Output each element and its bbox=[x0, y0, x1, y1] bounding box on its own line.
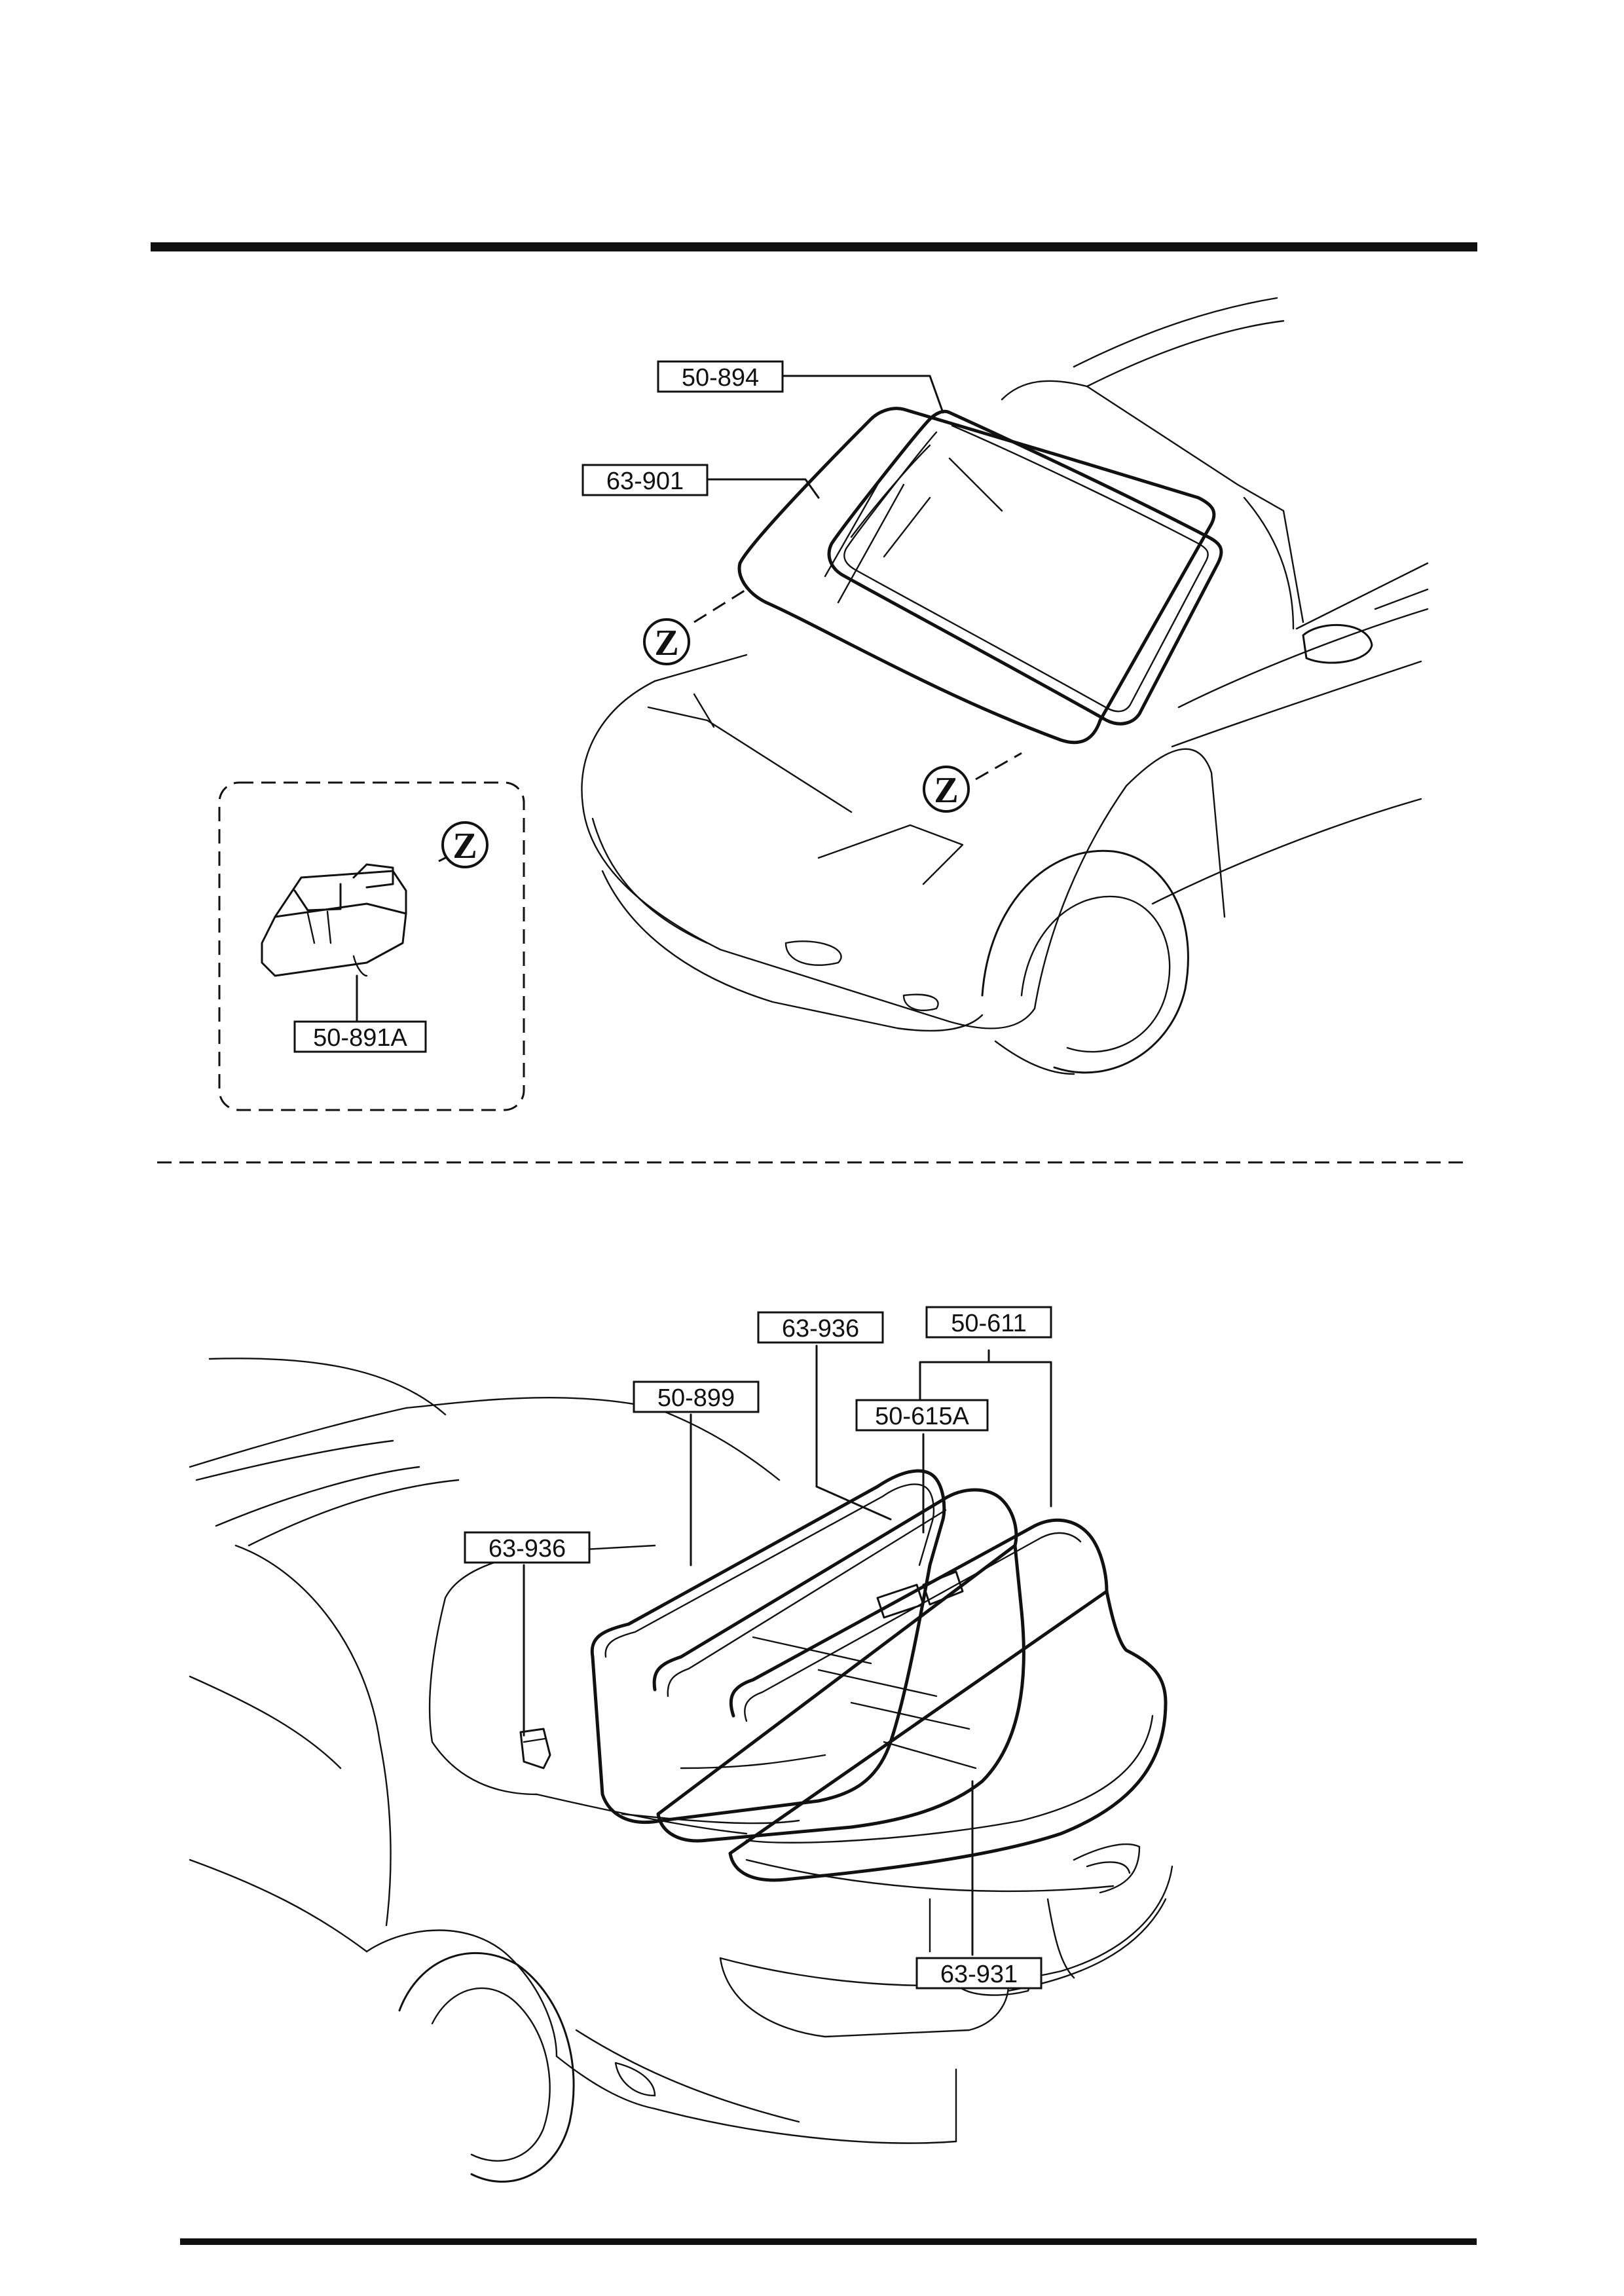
part-label-63-936-top: 63-936 bbox=[757, 1311, 884, 1344]
svg-text:Z: Z bbox=[654, 623, 678, 663]
top-rule bbox=[151, 242, 1477, 251]
car-front-drawing bbox=[581, 297, 1429, 1075]
svg-text:50-615A: 50-615A bbox=[875, 1403, 969, 1430]
weatherstrip-50-899 bbox=[590, 1469, 946, 1824]
molding-clip-drawing bbox=[261, 863, 407, 977]
svg-text:50-899: 50-899 bbox=[657, 1384, 735, 1412]
svg-text:63-931: 63-931 bbox=[940, 1961, 1018, 1988]
bottom-rule bbox=[180, 2238, 1477, 2245]
detail-marker-z-3: Z bbox=[441, 821, 489, 868]
lower-leader-lines bbox=[523, 1344, 1052, 1956]
part-label-63-931: 63-931 bbox=[915, 1957, 1043, 1990]
svg-text:Z: Z bbox=[452, 826, 477, 866]
svg-text:50-891A: 50-891A bbox=[313, 1024, 407, 1052]
seal-63-931 bbox=[728, 1518, 1168, 1882]
svg-text:63-936: 63-936 bbox=[782, 1315, 859, 1342]
part-label-63-901: 63-901 bbox=[581, 464, 709, 496]
svg-text:50-894: 50-894 bbox=[682, 364, 759, 392]
svg-text:63-901: 63-901 bbox=[606, 468, 684, 495]
rear-window-glass bbox=[680, 1636, 977, 1769]
svg-text:Z: Z bbox=[934, 770, 958, 811]
car-rear-drawing bbox=[189, 1358, 1173, 2183]
svg-text:63-936: 63-936 bbox=[489, 1535, 566, 1563]
detail-inset-box bbox=[218, 781, 525, 1111]
part-label-63-936-left: 63-936 bbox=[464, 1531, 591, 1564]
detail-marker-z-1: Z bbox=[643, 618, 690, 665]
part-label-50-611: 50-611 bbox=[925, 1306, 1052, 1339]
part-label-50-899: 50-899 bbox=[633, 1380, 760, 1413]
svg-text:50-611: 50-611 bbox=[951, 1310, 1027, 1337]
windshield-molding bbox=[827, 409, 1223, 726]
part-label-50-894: 50-894 bbox=[657, 360, 784, 393]
part-label-50-615a: 50-615A bbox=[855, 1399, 989, 1432]
upper-leader-lines bbox=[356, 375, 1022, 1023]
windshield-glass bbox=[737, 407, 1216, 745]
weatherstrip-50-615a bbox=[652, 1488, 1025, 1843]
part-label-50-891a: 50-891A bbox=[293, 1020, 427, 1053]
detail-marker-z-2: Z bbox=[923, 766, 970, 813]
